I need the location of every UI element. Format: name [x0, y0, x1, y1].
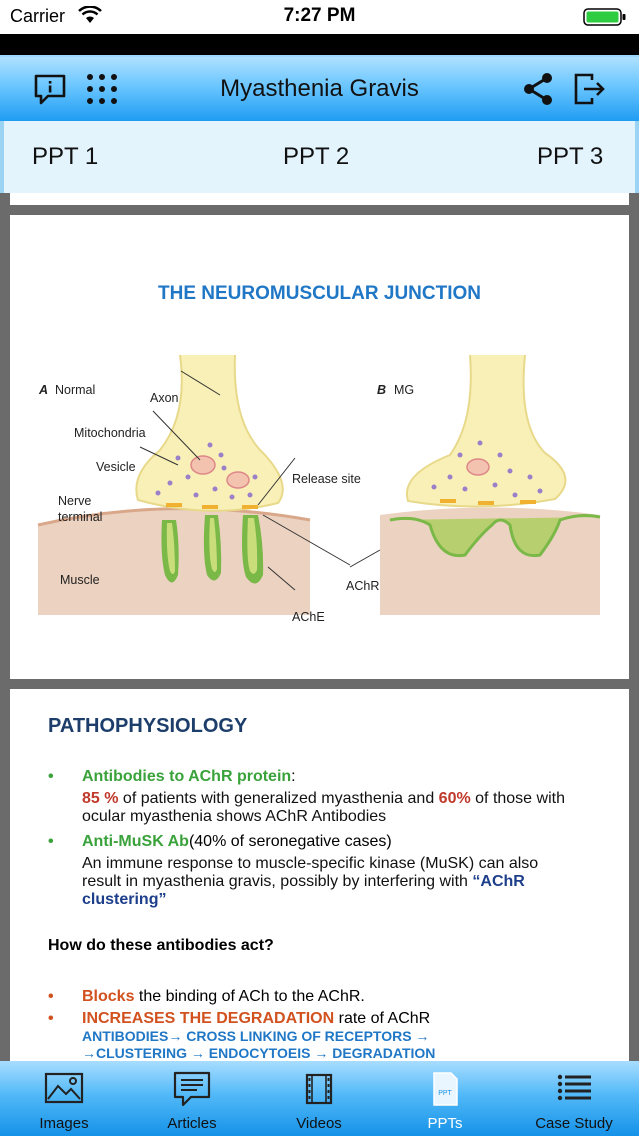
grid-menu-icon[interactable] — [84, 71, 120, 107]
label-mg: MG — [394, 383, 415, 397]
bullet-dot: • — [48, 768, 54, 785]
bullet-dot: • — [48, 988, 54, 1005]
carrier-label: Carrier — [10, 6, 66, 26]
question-heading: How do these antibodies act? — [48, 937, 274, 954]
bullet-achr-antibodies: • Antibodies to AChR protein: — [48, 768, 296, 785]
tab-articles[interactable]: Articles — [132, 1069, 252, 1132]
bullet-blocks: • Blocks the binding of ACh to the AChR. — [48, 988, 365, 1005]
tab-label: Articles — [167, 1115, 217, 1132]
status-bar: Carrier 7:27 PM — [0, 0, 639, 34]
label-mitochondria: Mitochondria — [74, 426, 146, 440]
label-release-site: Release site — [292, 472, 361, 486]
label-vesicle: Vesicle — [96, 460, 136, 474]
list-icon — [557, 1074, 591, 1101]
battery-icon — [583, 8, 626, 26]
ppt-icon: PPT — [433, 1072, 458, 1106]
degradation-pathway: ANTIBODIES→ CROSS LINKING OF RECEPTORS →… — [82, 1028, 436, 1061]
share-icon[interactable] — [520, 71, 556, 107]
slide-previous — [10, 193, 629, 205]
tab-ppts[interactable]: PPT PPTs — [385, 1069, 505, 1132]
tab-ppt-3[interactable]: PPT 3 — [537, 143, 604, 170]
tab-label: PPTs — [427, 1115, 463, 1132]
clock: 7:27 PM — [283, 5, 356, 26]
tab-images[interactable]: Images — [4, 1069, 124, 1132]
info-icon[interactable] — [32, 71, 68, 107]
slide-pathophysiology: PATHOPHYSIOLOGY • Antibodies to AChR pro… — [10, 689, 629, 1061]
ppt-tab-strip: PPT 1 PPT 2 PPT 3 — [0, 121, 639, 193]
bottom-tab-bar: Images Articles Videos PPT PPTs — [0, 1061, 639, 1136]
video-icon — [305, 1073, 333, 1105]
slide-title: THE NEUROMUSCULAR JUNCTION — [158, 283, 481, 304]
slides-scroll-view[interactable]: THE NEUROMUSCULAR JUNCTION — [0, 193, 639, 1061]
label-normal: Normal — [55, 383, 96, 397]
tab-label: Videos — [296, 1115, 342, 1132]
label-a-letter: A — [39, 383, 49, 397]
tab-label: Images — [39, 1115, 89, 1132]
article-icon — [173, 1071, 211, 1107]
tab-ppt-1[interactable]: PPT 1 — [32, 143, 99, 170]
wifi-icon — [78, 6, 102, 23]
ppt-badge-text: PPT — [438, 1090, 452, 1097]
tab-videos[interactable]: Videos — [259, 1069, 379, 1132]
label-b-letter: B — [377, 383, 387, 397]
label-terminal: terminal — [58, 510, 103, 524]
bullet-musk-detail: An immune response to muscle-specific ki… — [82, 855, 539, 908]
page-title: Myasthenia Gravis — [220, 75, 419, 102]
label-achr: AChR — [346, 579, 380, 593]
label-muscle: Muscle — [60, 573, 100, 587]
bullet-dot: • — [48, 1010, 54, 1027]
label-nerve: Nerve — [58, 494, 92, 508]
label-ache: AChE — [292, 610, 325, 624]
exit-icon[interactable] — [572, 71, 608, 107]
bullet-dot: • — [48, 833, 54, 850]
label-axon: Axon — [150, 391, 179, 405]
tab-ppt-2[interactable]: PPT 2 — [283, 143, 350, 170]
bullet-achr-detail: 85 % of patients with generalized myasth… — [82, 790, 565, 825]
tab-case-study[interactable]: Case Study — [514, 1069, 634, 1132]
tab-label: Case Study — [535, 1115, 613, 1132]
bullet-degradation: • INCREASES THE DEGRADATION rate of AChR — [48, 1010, 431, 1027]
nav-bar: Myasthenia Gravis — [0, 55, 639, 121]
image-icon — [44, 1072, 84, 1104]
nmj-diagram — [37, 354, 601, 615]
slide-neuromuscular-junction: THE NEUROMUSCULAR JUNCTION — [10, 215, 629, 679]
slide-title: PATHOPHYSIOLOGY — [48, 715, 248, 737]
bullet-musk-antibodies: • Anti-MuSK Ab(40% of seronegative cases… — [48, 833, 392, 850]
